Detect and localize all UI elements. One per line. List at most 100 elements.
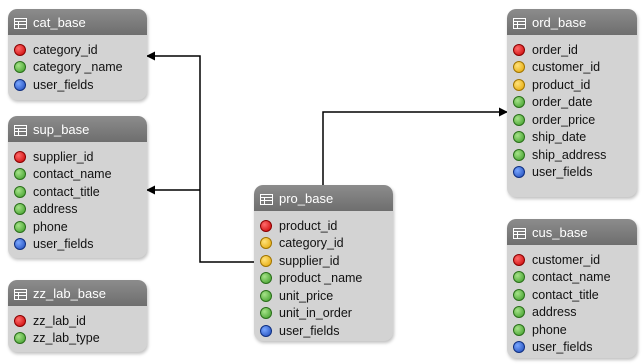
field-name: user_fields	[532, 165, 593, 180]
field-row[interactable]: user_fields	[513, 164, 637, 182]
field-list: zz_lab_id zz_lab_type	[8, 306, 147, 347]
field-row[interactable]: address	[513, 304, 637, 322]
field-row[interactable]: zz_lab_id	[14, 312, 147, 330]
user-fields-icon	[513, 166, 525, 179]
field-name: order_id	[532, 42, 578, 57]
field-row[interactable]: zz_lab_type	[14, 330, 147, 348]
field-row[interactable]: product_id	[260, 217, 393, 235]
field-row[interactable]: customer_id	[513, 59, 637, 77]
foreign-key-icon	[513, 61, 525, 74]
field-row[interactable]: supplier_id	[260, 252, 393, 270]
field-name: category _name	[33, 60, 123, 75]
table-icon	[513, 17, 526, 29]
field-name: order_price	[532, 112, 596, 127]
table-icon	[260, 193, 273, 205]
field-name: supplier_id	[279, 253, 340, 268]
field-name: ship_date	[532, 130, 587, 145]
field-name: category_id	[279, 236, 344, 251]
field-name: contact_title	[33, 184, 100, 199]
field-row[interactable]: unit_price	[260, 287, 393, 305]
foreign-key-icon	[260, 237, 272, 250]
link-pro-to-ord	[322, 107, 508, 185]
foreign-key-icon	[513, 78, 525, 91]
attribute-icon	[513, 148, 525, 161]
field-name: contact_name	[33, 167, 112, 182]
field-row[interactable]: ship_address	[513, 146, 637, 164]
field-row[interactable]: user_fields	[14, 236, 147, 254]
user-fields-icon	[513, 341, 525, 354]
table-icon	[14, 124, 27, 136]
field-name: phone	[532, 322, 567, 337]
field-name: address	[532, 305, 577, 320]
attribute-icon	[513, 113, 525, 126]
field-row[interactable]: category_id	[260, 235, 393, 253]
field-row[interactable]: user_fields	[513, 339, 637, 357]
table-title: pro_base	[279, 190, 334, 206]
attribute-icon	[513, 288, 525, 301]
field-name: contact_name	[532, 270, 611, 285]
field-row[interactable]: order_id	[513, 41, 637, 59]
field-row[interactable]: ship_date	[513, 129, 637, 147]
field-name: zz_lab_id	[33, 313, 86, 328]
attribute-icon	[513, 96, 525, 109]
field-name: user_fields	[279, 323, 340, 338]
field-name: category_id	[33, 42, 98, 57]
field-name: user_fields	[532, 340, 593, 355]
table-title: zz_lab_base	[33, 285, 106, 301]
table-title: ord_base	[532, 14, 587, 30]
primary-key-icon	[260, 219, 272, 232]
field-row[interactable]: phone	[14, 218, 147, 236]
field-row[interactable]: product _name	[260, 270, 393, 288]
primary-key-icon	[14, 150, 26, 163]
field-row[interactable]: order_date	[513, 94, 637, 112]
table-zz-lab-base[interactable]: zz_lab_base zz_lab_id zz_lab_type	[8, 280, 147, 352]
attribute-icon	[513, 271, 525, 284]
field-name: order_date	[532, 95, 593, 110]
table-icon	[14, 17, 27, 29]
attribute-icon	[260, 289, 272, 302]
attribute-icon	[14, 220, 26, 233]
field-name: product _name	[279, 271, 363, 286]
table-header: pro_base	[254, 185, 393, 211]
field-row[interactable]: unit_in_order	[260, 305, 393, 323]
field-row[interactable]: contact_name	[14, 166, 147, 184]
field-name: product_id	[279, 218, 338, 233]
field-row[interactable]: category_id	[14, 41, 147, 59]
primary-key-icon	[14, 314, 26, 327]
field-name: user_fields	[33, 237, 94, 252]
field-row[interactable]: address	[14, 201, 147, 219]
table-header: cus_base	[507, 219, 637, 245]
field-name: user_fields	[33, 77, 94, 92]
field-row[interactable]: contact_title	[14, 183, 147, 201]
field-row[interactable]: supplier_id	[14, 148, 147, 166]
field-row[interactable]: user_fields	[260, 322, 393, 340]
field-name: address	[33, 202, 78, 217]
field-row[interactable]: user_fields	[14, 76, 147, 94]
table-pro-base[interactable]: pro_base product_id category_id supplier_i…	[254, 185, 393, 341]
table-title: cat_base	[33, 14, 86, 30]
table-cat-base[interactable]: cat_base category_id category _name user_f…	[8, 9, 147, 100]
field-name: zz_lab_type	[33, 331, 100, 346]
field-name: supplier_id	[33, 149, 94, 164]
field-row[interactable]: contact_title	[513, 286, 637, 304]
primary-key-icon	[513, 253, 525, 266]
field-name: customer_id	[532, 60, 601, 75]
user-fields-icon	[14, 78, 26, 91]
field-row[interactable]: customer_id	[513, 251, 637, 269]
field-row[interactable]: phone	[513, 321, 637, 339]
field-row[interactable]: product_id	[513, 76, 637, 94]
field-name: unit_price	[279, 288, 334, 303]
table-header: ord_base	[507, 9, 637, 35]
field-row[interactable]: contact_name	[513, 269, 637, 287]
field-row[interactable]: category _name	[14, 59, 147, 77]
field-row[interactable]: order_price	[513, 111, 637, 129]
field-name: product_id	[532, 77, 591, 92]
